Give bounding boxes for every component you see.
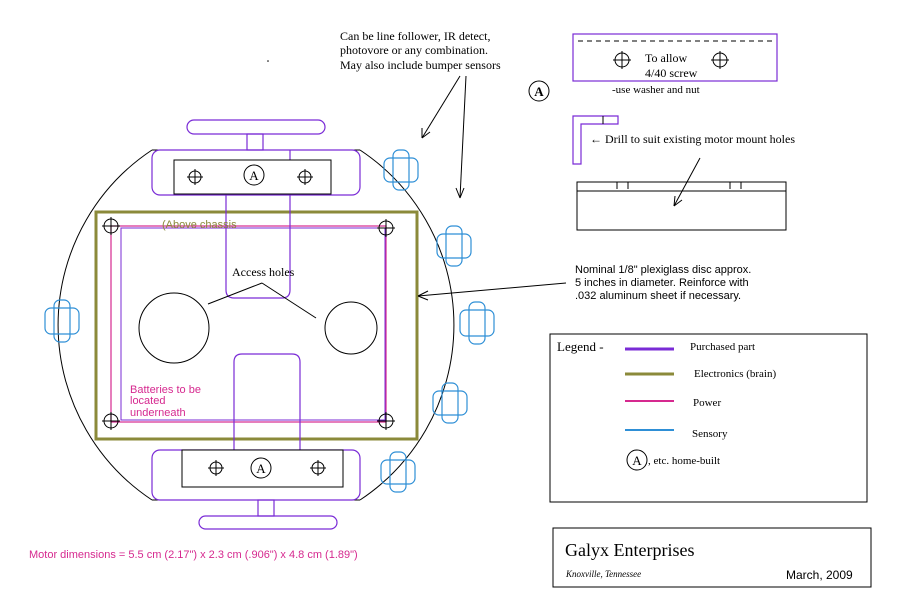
sensor-bottom-right: [380, 451, 416, 493]
access-holes-arrows: [207, 282, 317, 319]
screw-hole-tl: [102, 217, 120, 235]
screw-hole-tr: [377, 219, 395, 237]
sensor-lower-right: [432, 382, 468, 424]
batteries-note-line-1: Batteries to be: [130, 384, 201, 396]
sensor-top-right: [383, 149, 419, 191]
screw-hole-br: [377, 412, 395, 430]
top-bracket-screw-left: [187, 169, 203, 185]
sensor-upper-right: [436, 225, 472, 267]
power-outline: [110, 225, 387, 423]
top-bracket-callout-letter: A: [249, 168, 259, 183]
bracket-detail: To allow 4/40 screw -use washer and nut …: [528, 33, 778, 102]
l-bracket-profile: [572, 115, 619, 165]
chassis-disc: [57, 149, 455, 501]
top-bracket-screw-right: [297, 169, 313, 185]
company-name: Galyx Enterprises: [565, 540, 694, 560]
bottom-wheel: [198, 499, 338, 530]
access-hole-right: [324, 301, 378, 355]
batteries-note-line-2: located: [130, 395, 165, 407]
top-wire-channel: [225, 150, 291, 299]
legend-label-sensory: Sensory: [692, 428, 728, 440]
bracket-detail-screw-right: [711, 51, 729, 69]
disc-note-arrow: [417, 282, 567, 301]
top-wheel: [186, 119, 326, 151]
disc-note: Nominal 1/8" plexiglass disc approx. 5 i…: [575, 264, 751, 302]
drill-note: ← Drill to suit existing motor mount hol…: [590, 132, 795, 146]
access-holes-label: Access holes: [232, 265, 295, 279]
sensors: [44, 149, 495, 493]
bracket-detail-screw-left: [613, 51, 631, 69]
bottom-bracket-screw-right: [310, 460, 326, 476]
access-hole-left: [138, 292, 210, 364]
title-block-box: [552, 527, 872, 588]
top-motor-bracket: A: [173, 159, 332, 195]
legend-box: [549, 333, 868, 503]
batteries-note-line-3: underneath: [130, 407, 186, 419]
side-view-plate: [576, 157, 787, 231]
title-block: Galyx Enterprises Knoxville, Tennessee M…: [552, 527, 872, 588]
company-location: Knoxville, Tennessee: [565, 569, 641, 579]
sensor-note-arrows: [421, 75, 467, 199]
bracket-detail-plate: [572, 33, 778, 82]
board-screw-holes: [102, 217, 395, 430]
legend-label-purchased: Purchased part: [690, 341, 755, 353]
top-bracket-callout-circle: [243, 164, 265, 186]
legend-home-built-label: , etc. home-built: [648, 455, 720, 467]
legend-label-electronics: Electronics (brain): [694, 368, 776, 380]
chassis-disc-outline: [57, 149, 455, 501]
bottom-wire-channel: [233, 353, 301, 460]
batteries-note: Batteries to be located underneath: [130, 384, 201, 419]
above-chassis-label: (Above chassis: [162, 219, 237, 231]
bracket-detail-callout-letter: A: [534, 84, 544, 99]
bracket-screw-label: 4/40 screw: [645, 66, 698, 80]
bottom-motor-bracket: A: [181, 449, 344, 488]
drawing-date: March, 2009: [786, 568, 853, 582]
stray-dot: [267, 60, 269, 62]
motor-dimensions-note: Motor dimensions = 5.5 cm (2.17") x 2.3 …: [29, 549, 358, 561]
electronics-board-inner: [120, 227, 386, 421]
electronics-board-outer: [94, 210, 419, 441]
disc-note-line-1: Nominal 1/8" plexiglass disc approx.: [575, 264, 751, 276]
top-motor: [151, 149, 361, 196]
legend: Legend - Purchased part Electronics (bra…: [549, 333, 868, 503]
disc-note-line-2: 5 inches in diameter. Reinforce with: [575, 277, 749, 289]
sensor-note: Can be line follower, IR detect, photovo…: [340, 29, 501, 72]
sensor-note-line-2: photovore or any combination.: [340, 43, 488, 57]
bracket-allow-label: To allow: [645, 51, 687, 65]
legend-title: Legend -: [557, 339, 604, 354]
disc-note-line-3: .032 aluminum sheet if necessary.: [575, 290, 741, 302]
screw-hole-bl: [102, 412, 120, 430]
legend-home-built-letter: A: [632, 453, 642, 468]
bottom-bracket-screw-left: [208, 460, 224, 476]
bottom-bracket-callout-circle: [250, 457, 272, 479]
bottom-bracket-callout-letter: A: [256, 461, 266, 476]
bracket-detail-callout-circle: [528, 80, 550, 102]
legend-label-power: Power: [693, 397, 721, 409]
sensor-note-line-3: May also include bumper sensors: [340, 58, 501, 72]
sensor-note-line-1: Can be line follower, IR detect,: [340, 29, 490, 43]
sensor-left: [44, 299, 80, 343]
legend-home-built-circle: [626, 449, 648, 471]
sensor-right: [459, 301, 495, 345]
bracket-washer-label: -use washer and nut: [612, 84, 700, 96]
